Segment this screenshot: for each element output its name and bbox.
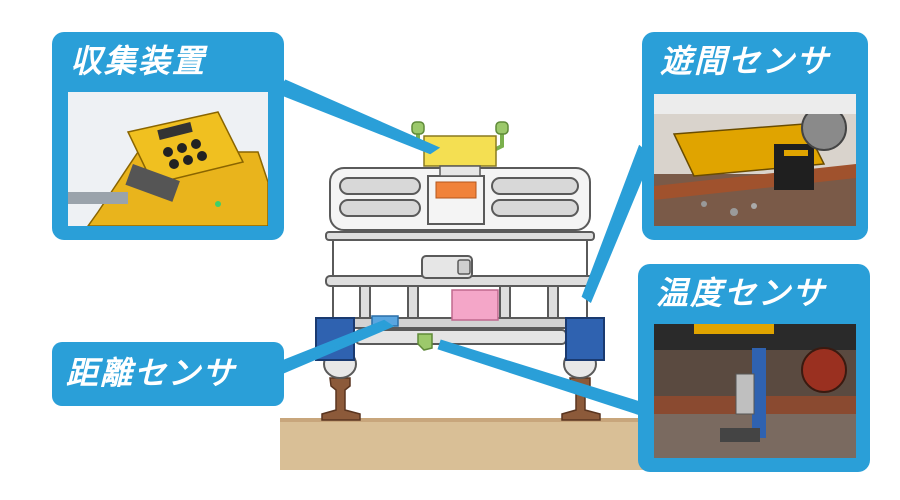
rail-left — [321, 377, 361, 421]
connector-temp — [437, 339, 652, 417]
temp-sensor-callout: 温度センサ — [638, 264, 870, 472]
gap-sensor-callout: 遊間センサ — [642, 32, 868, 240]
temp-sensor-title: 温度センサ — [656, 274, 827, 312]
gap-sensor-photo — [654, 94, 856, 226]
collector-callout: 収集装置 — [52, 32, 284, 240]
distance-sensor-title: 距離センサ — [66, 354, 237, 392]
connector-collector — [274, 79, 441, 155]
collector-title: 収集装置 — [70, 42, 207, 80]
distance-sensor-callout: 距離センサ — [52, 342, 284, 406]
collector-photo — [68, 92, 268, 226]
orange-marker — [435, 181, 477, 199]
gap-sensor-title: 遊間センサ — [660, 42, 831, 80]
temp-sensor-photo — [654, 324, 856, 458]
ground — [280, 418, 660, 470]
pink-box — [451, 289, 499, 321]
collector-device — [411, 121, 509, 177]
